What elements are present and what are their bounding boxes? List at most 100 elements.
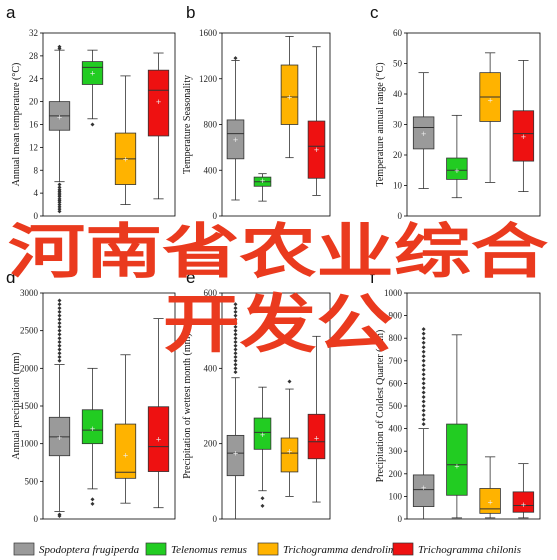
iqr-box — [253, 417, 272, 450]
mean-marker: + — [123, 155, 129, 163]
mean-marker: + — [520, 133, 526, 141]
outlier-point — [233, 358, 238, 363]
mean-marker: + — [421, 130, 427, 138]
y-tick-label: 300 — [389, 446, 403, 456]
box-trichogramma-chilonis: + — [147, 52, 170, 200]
y-axis-label: Precipitation of wettest month (mm) — [182, 333, 193, 479]
y-tick-label: 100 — [389, 491, 403, 501]
y-tick-label: 600 — [389, 378, 403, 388]
y-tick-label: 2000 — [20, 363, 39, 373]
box-trichogramma-dendrolimi: + — [114, 354, 137, 504]
y-tick-label: 500 — [389, 401, 403, 411]
iqr-box — [226, 119, 245, 160]
y-tick-label: 800 — [204, 120, 218, 130]
outlier-point — [57, 347, 62, 352]
outlier-point — [421, 354, 426, 359]
outlier-point — [260, 496, 265, 501]
iqr-box — [307, 413, 326, 460]
outlier-point — [233, 355, 238, 360]
plot-frame — [221, 292, 331, 520]
y-tick-label: 2500 — [20, 326, 39, 336]
outlier-point — [57, 317, 62, 322]
legend-swatch — [392, 542, 414, 556]
y-tick-label: 30 — [393, 120, 403, 130]
y-tick-label: 0 — [398, 211, 403, 221]
iqr-box — [446, 157, 468, 180]
outlier-point — [57, 324, 62, 329]
outlier-point — [57, 204, 62, 209]
outlier-point — [57, 351, 62, 356]
outlier-point — [421, 336, 426, 341]
outlier-point — [233, 343, 238, 348]
box-spodoptera-frugiperda: + — [412, 72, 435, 189]
outlier-point — [57, 336, 62, 341]
outlier-point — [57, 355, 62, 360]
mean-marker: + — [487, 499, 493, 507]
outlier-point — [233, 317, 238, 322]
outlier-point — [57, 200, 62, 205]
mean-marker: + — [156, 98, 162, 106]
legend-label: Trichogramma dendrolimi — [283, 544, 399, 556]
panel-label: c — [370, 3, 379, 22]
box-trichogramma-dendrolimi: + — [479, 456, 501, 519]
y-tick-label: 400 — [204, 363, 218, 373]
box-spodoptera-frugiperda: + — [48, 298, 71, 518]
outlier-point — [421, 372, 426, 377]
y-tick-label: 20 — [29, 97, 39, 107]
outlier-point — [421, 367, 426, 372]
y-tick-label: 12 — [29, 142, 38, 152]
outlier-point — [90, 497, 95, 502]
box-trichogramma-chilonis: + — [512, 463, 535, 519]
outlier-point — [421, 327, 426, 332]
y-tick-label: 16 — [29, 120, 39, 130]
box-trichogramma-chilonis: + — [147, 318, 170, 509]
mean-marker: + — [520, 501, 526, 509]
outlier-point — [287, 379, 292, 384]
iqr-box — [446, 423, 468, 496]
mean-marker: + — [123, 451, 129, 459]
box-trichogramma-chilonis: + — [512, 60, 535, 193]
y-axis-label: Temperature Seasonality — [182, 75, 193, 174]
iqr-box — [147, 69, 170, 137]
panel-label: e — [186, 268, 195, 287]
mean-marker: + — [454, 167, 460, 175]
box-telenomus-remus: + — [446, 334, 468, 519]
outlier-point — [57, 302, 62, 307]
y-tick-label: 1600 — [199, 28, 218, 38]
box-telenomus-remus: + — [253, 386, 272, 508]
iqr-box — [114, 423, 137, 479]
mean-marker: + — [314, 146, 320, 154]
box-trichogramma-chilonis: + — [307, 335, 326, 503]
outlier-point — [421, 399, 426, 404]
y-tick-label: 1500 — [20, 401, 39, 411]
outlier-point — [421, 390, 426, 395]
y-tick-label: 3000 — [20, 288, 39, 298]
outlier-point — [233, 328, 238, 333]
box-spodoptera-frugiperda: + — [412, 327, 435, 520]
outlier-point — [233, 347, 238, 352]
y-tick-label: 8 — [34, 165, 39, 175]
iqr-box — [412, 474, 435, 507]
mean-marker: + — [260, 431, 266, 439]
y-tick-label: 1000 — [20, 439, 39, 449]
mean-marker: + — [90, 425, 96, 433]
mean-marker: + — [287, 448, 293, 456]
outlier-point — [57, 298, 62, 303]
outlier-point — [233, 366, 238, 371]
outlier-point — [233, 339, 238, 344]
outlier-point — [57, 339, 62, 344]
box-trichogramma-dendrolimi: + — [479, 52, 501, 183]
y-tick-label: 20 — [393, 150, 403, 160]
legend-label: Spodoptera frugiperda — [39, 544, 140, 556]
y-tick-label: 0 — [34, 514, 39, 524]
y-tick-label: 600 — [204, 288, 218, 298]
mean-marker: + — [260, 177, 266, 185]
legend-swatch — [257, 542, 279, 556]
panel-label: b — [186, 3, 195, 22]
outlier-point — [421, 376, 426, 381]
legend-label: Trichogramma chilonis — [418, 544, 521, 556]
